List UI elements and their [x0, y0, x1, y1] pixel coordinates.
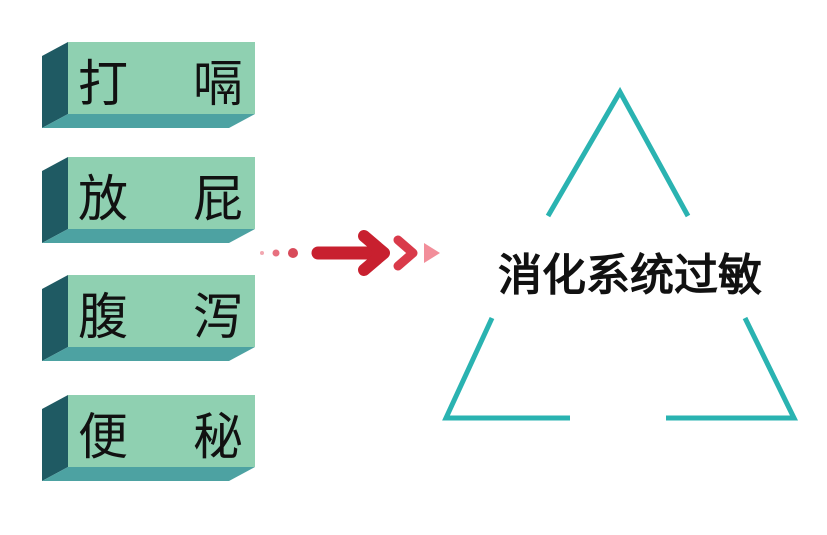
- symptom-2-right-char: 屁: [193, 170, 243, 228]
- symptom-box-4: [42, 395, 255, 481]
- triangle-right-corner: [666, 316, 799, 421]
- symptom-label-2: 放 屁: [78, 157, 243, 241]
- box-side: [42, 157, 68, 243]
- symptom-1-right-char: 嗝: [193, 55, 243, 113]
- box-front: [68, 42, 255, 114]
- symptom-1-left-char: 打: [78, 55, 128, 113]
- box-bottom: [42, 229, 255, 243]
- symptom-4-right-char: 秘: [193, 408, 243, 466]
- symptom-box-2: [42, 157, 255, 243]
- box-bottom: [42, 347, 255, 361]
- box-side: [42, 395, 68, 481]
- box-bottom: [42, 114, 255, 128]
- box-front: [68, 395, 255, 467]
- arrow-head-1: [358, 230, 390, 276]
- symptom-4-left-char: 便: [78, 408, 128, 466]
- symptom-2-left-char: 放: [78, 170, 128, 228]
- arrow-head-2: [393, 235, 418, 271]
- box-side: [42, 42, 68, 128]
- symptom-label-1: 打 嗝: [78, 42, 243, 126]
- arrow-dot-3: [288, 248, 298, 258]
- triangle-outline: [442, 86, 799, 421]
- symptom-box-1: [42, 42, 255, 128]
- symptom-box-3: [42, 275, 255, 361]
- triangle-left-corner: [442, 316, 570, 421]
- arrow-head-3: [424, 243, 440, 263]
- symptom-label-4: 便 秘: [78, 395, 243, 479]
- right-arrow-icon: [260, 230, 440, 276]
- arrow-dot-1: [260, 251, 264, 255]
- symptom-3-right-char: 泻: [193, 288, 243, 346]
- box-side: [42, 275, 68, 361]
- box-front: [68, 157, 255, 229]
- arrow-dot-2: [272, 249, 280, 257]
- box-front: [68, 275, 255, 347]
- result-label: 消化系统过敏: [470, 243, 790, 301]
- symptom-label-3: 腹 泻: [78, 275, 243, 359]
- box-bottom: [42, 467, 255, 481]
- symptom-3-left-char: 腹: [78, 288, 128, 346]
- triangle-top: [545, 86, 691, 218]
